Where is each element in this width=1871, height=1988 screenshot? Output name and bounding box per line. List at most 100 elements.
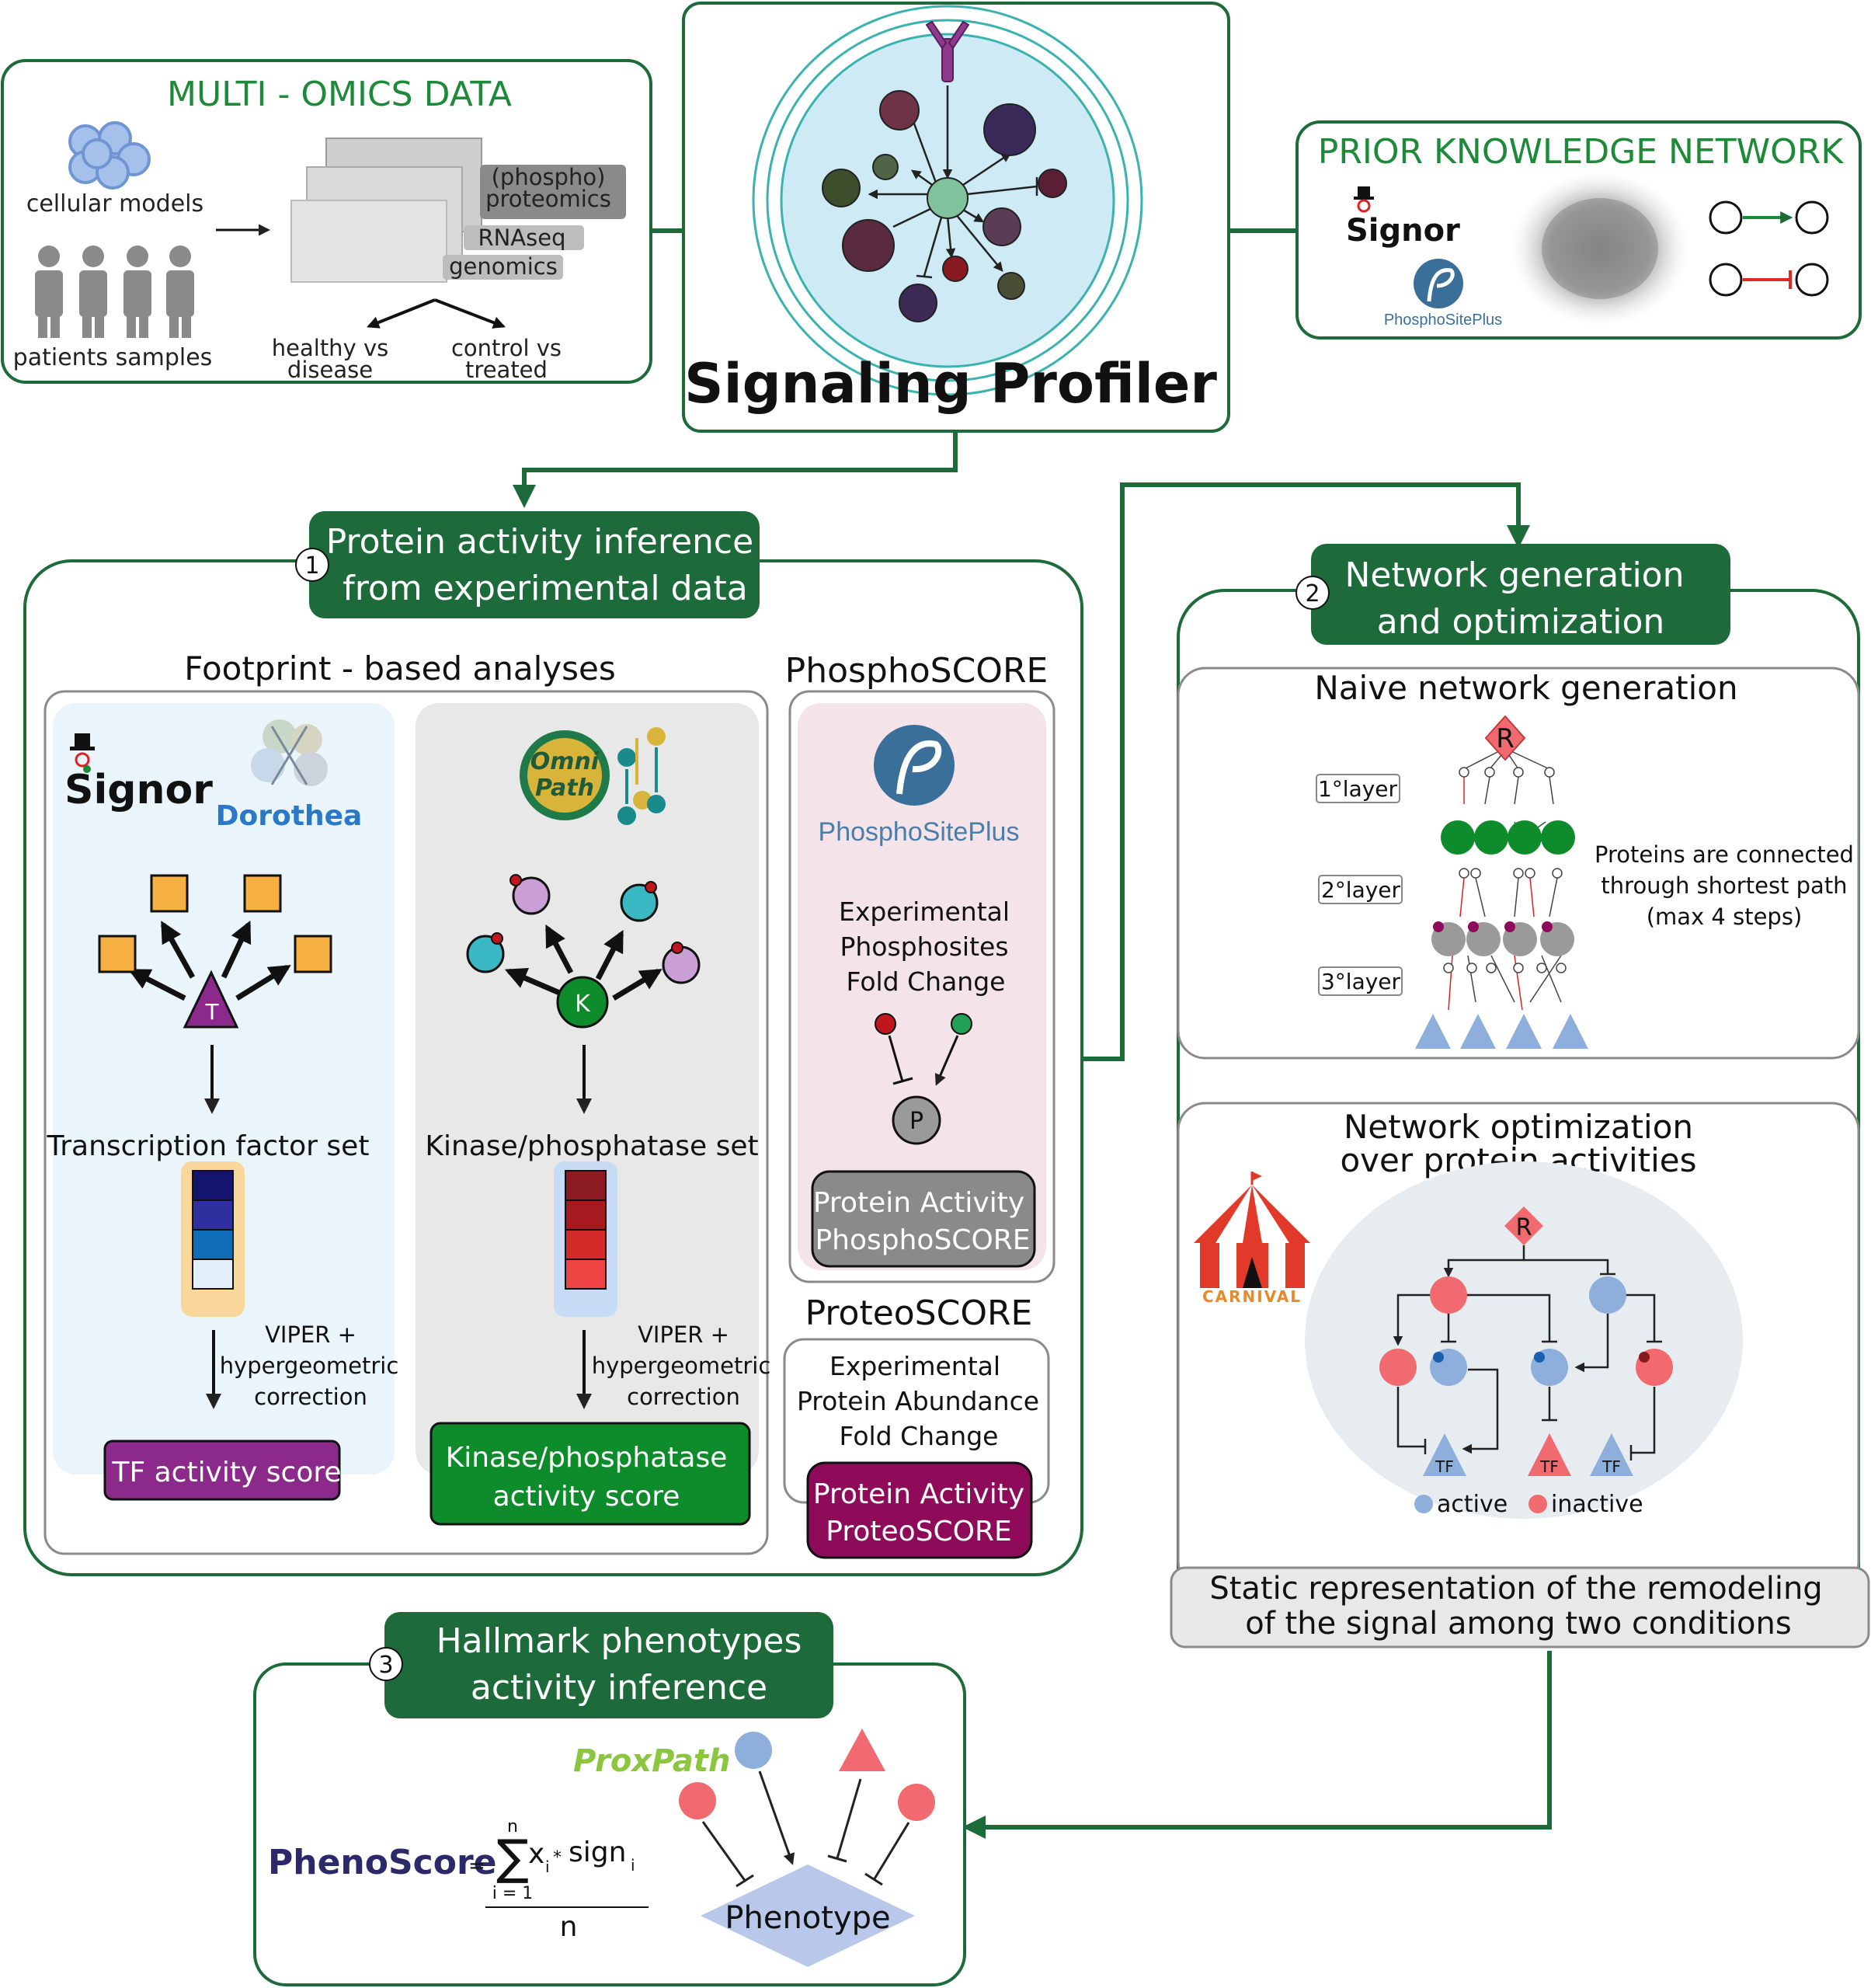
optimized-network-edges — [1393, 1245, 1662, 1461]
proteo-exp-line1: Experimental — [829, 1351, 1000, 1381]
receptor-r-label: R — [1516, 1214, 1532, 1241]
step1-header-pill — [309, 511, 760, 618]
phosphositeplus-logo-icon — [874, 725, 955, 806]
layer3-tag — [1318, 966, 1403, 996]
substrate-node — [620, 883, 659, 922]
patients-samples-label: patients samples — [13, 344, 213, 371]
proteo-activity-box — [806, 1461, 1033, 1559]
receptor-diamond-node — [1504, 1206, 1543, 1245]
signal-node — [899, 284, 937, 322]
viper-label-line3: correction — [254, 1384, 367, 1410]
viper-label-line1: VIPER + — [265, 1321, 356, 1348]
step2-panel: Network generation and optimization 2 Na… — [1170, 544, 1870, 1649]
layer2-tag-label: 2°layer — [1321, 877, 1401, 903]
tf-triangle-label: TF — [1539, 1457, 1559, 1476]
phosphositeplus-logo-icon — [1414, 259, 1463, 308]
kinase-activity-score-line1: Kinase/phosphatase — [446, 1442, 728, 1474]
tf-triangle-label: TF — [1435, 1457, 1454, 1476]
treated-label: treated — [465, 357, 548, 383]
kinase-node — [556, 976, 609, 1029]
layer-rnaseq-label: RNAseq — [478, 225, 565, 251]
optimization-title-line1: Network optimization — [1344, 1108, 1693, 1146]
step2-number: 2 — [1305, 580, 1320, 608]
protein-p-node — [892, 1095, 941, 1145]
inactive-node — [1430, 1276, 1467, 1314]
static-representation-box — [1170, 1566, 1870, 1649]
legend-inactive-dot — [1528, 1495, 1547, 1513]
transcription-factor-node — [183, 970, 239, 1029]
signor-logo-icon — [1354, 186, 1374, 213]
legend-node-icon — [1709, 200, 1743, 235]
layer1-node — [1441, 820, 1475, 855]
kinase-subpanel — [416, 703, 759, 1474]
phosphosite-red-node — [875, 1013, 896, 1035]
signor-logo-text: Signor — [1346, 213, 1460, 249]
legend-inactive-label: inactive — [1551, 1491, 1643, 1518]
multi-omics-panel: MULTI - OMICS DATA cellular models patie… — [1, 59, 652, 384]
layer3-tf-node — [1415, 1014, 1451, 1049]
signal-node — [1038, 169, 1067, 198]
step2-header-pill — [1311, 544, 1730, 645]
signaling-profiler-panel: Signaling Profiler — [682, 2, 1230, 433]
phenoscore-label: PhenoScore — [268, 1843, 497, 1882]
connector-lines — [513, 228, 1552, 1839]
kinase-viper-label-line2: hypergeometric — [592, 1353, 771, 1379]
viper-label-line2: hypergeometric — [220, 1353, 399, 1379]
step1-number-badge — [295, 548, 329, 582]
target-gene-node — [243, 874, 282, 913]
signor-logo-icon — [70, 733, 95, 773]
inactive-node — [679, 1782, 716, 1819]
signal-node — [997, 272, 1025, 300]
legend-active-label: active — [1437, 1491, 1508, 1518]
phosphosite-dot — [1504, 921, 1515, 932]
tf-triangle-inactive — [1528, 1433, 1571, 1476]
formula-sign: sign — [569, 1837, 626, 1868]
proteo-exp-line3: Fold Change — [840, 1421, 999, 1451]
layer1-tag — [1316, 774, 1400, 803]
kinase-viper-label-line3: correction — [627, 1384, 740, 1410]
layer1-node — [1508, 820, 1542, 855]
formula-lower-limit: i = 1 — [492, 1884, 534, 1903]
phosphosite-dot — [1468, 921, 1479, 932]
signor-logo-text: Signor — [64, 767, 213, 813]
step1-number: 1 — [304, 552, 319, 580]
phenotype-diamond — [701, 1864, 915, 1967]
phospho-activity-line2: PhosphoSCORE — [815, 1224, 1030, 1256]
kinase-activity-score-box — [429, 1422, 751, 1526]
step3-panel: Hallmark phenotypes activity inference 3… — [253, 1612, 966, 1986]
layer3-tf-node — [1553, 1014, 1588, 1049]
step3-number: 3 — [378, 1652, 393, 1679]
prior-knowledge-title: PRIOR KNOWLEDGE NETWORK — [1318, 132, 1845, 172]
control-vs-label: control vs — [451, 335, 562, 361]
phospho-exp-line2: Phosphosites — [840, 931, 1008, 962]
phosphosite-dot — [1534, 1352, 1545, 1363]
shortest-path-line3: (max 4 steps) — [1647, 903, 1803, 930]
omics-layers-stack — [290, 138, 626, 283]
legend-node-icon — [1795, 263, 1829, 297]
omnipath-logo-icon: Omni Path — [520, 730, 610, 820]
formula-x: x — [528, 1838, 544, 1870]
active-triangle-node — [839, 1729, 885, 1771]
omnipath-network-icon — [617, 727, 666, 825]
substrate-node — [466, 935, 505, 973]
signal-node — [872, 154, 899, 180]
step3-title-line1: Hallmark phenotypes — [436, 1621, 802, 1661]
shortest-path-line2: through shortest path — [1601, 872, 1847, 899]
phospho-exp-line1: Experimental — [839, 897, 1010, 927]
phosphosite-dot — [491, 932, 503, 945]
target-gene-node — [294, 935, 332, 973]
phosphosite-dot — [1433, 1352, 1444, 1363]
inactive-node — [898, 1784, 935, 1821]
legend-node-icon — [1795, 200, 1829, 235]
target-gene-node — [98, 935, 137, 973]
phosphosite-dot — [1433, 921, 1444, 932]
formula-star: * — [553, 1848, 562, 1868]
layer1-node — [1541, 820, 1575, 855]
phenotype-label: Phenotype — [725, 1900, 890, 1936]
layer1-node — [1474, 820, 1508, 855]
phosphosite-dot — [671, 942, 683, 954]
receptor-r-label: R — [1496, 723, 1515, 754]
svg-text:Omni: Omni — [530, 748, 600, 775]
dna-helix-icon — [251, 719, 328, 786]
layer1-tag-label: 1°layer — [1318, 776, 1398, 802]
